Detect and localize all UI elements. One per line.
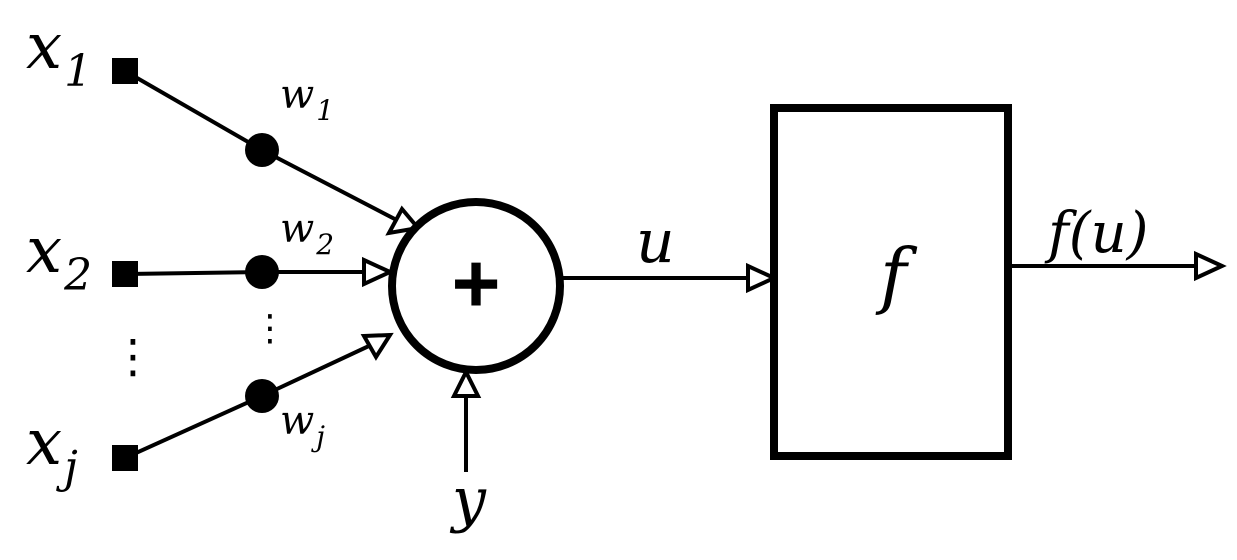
edge-w1-sum: [261, 148, 413, 230]
arrowhead-wj-sum: [360, 332, 394, 361]
arrowhead-output: [1194, 250, 1227, 282]
weights-ellipsis: ⋮: [252, 307, 288, 348]
net-label: u: [636, 207, 675, 277]
arrowhead-bias-sum: [450, 367, 482, 398]
edge-x2-w2: [124, 270, 263, 276]
output-label: f(u): [1044, 201, 1149, 266]
weight-node-wj: [245, 379, 279, 413]
edge-xj-wj: [124, 394, 263, 460]
weight-label-w2: w2: [280, 206, 334, 261]
weight-node-w2: [245, 255, 279, 289]
input-label-x2-subscript: 2: [63, 250, 92, 301]
inputs-ellipsis: ⋮: [110, 330, 156, 382]
weight-label-w1-subscript: 1: [316, 94, 334, 127]
weight-label-w2-subscript: 2: [315, 228, 334, 261]
weight-node-w1: [245, 133, 279, 167]
input-label-x1: x1: [26, 10, 92, 97]
input-label-xj: xj: [26, 406, 78, 493]
edge-wj-sum: [261, 336, 387, 398]
edge-x1-w1: [124, 69, 263, 152]
summation-node: [388, 198, 564, 374]
weight-label-w1: w1: [280, 72, 334, 127]
input-label-x1-subscript: 1: [64, 46, 92, 97]
arrowhead-sum-activation: [746, 262, 779, 294]
activation-block: [770, 104, 1012, 460]
arrowhead-w2-sum: [362, 256, 395, 288]
weight-label-wj: wj: [280, 398, 325, 453]
bias-label: y: [449, 465, 487, 535]
input-label-x2: x2: [26, 214, 92, 301]
summation-symbol: +: [451, 236, 500, 330]
